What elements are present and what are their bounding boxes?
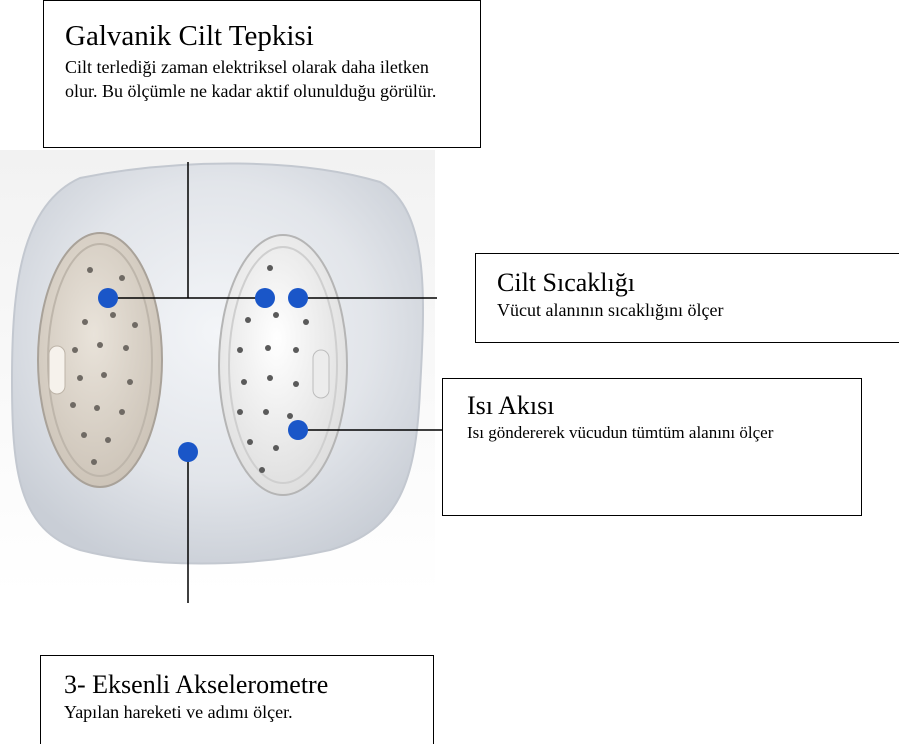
device-illustration <box>0 150 435 595</box>
left-pad-slot <box>49 346 65 394</box>
galvanic-callout-description: Cilt terlediği zaman elektriksel olarak … <box>65 55 465 103</box>
heat-flux-callout: Isı Akısı Isı göndererek vücudun tümtüm … <box>442 378 862 516</box>
armband-sensor-device <box>0 150 435 595</box>
heat-flux-callout-description: Isı göndererek vücudun tümtüm alanını öl… <box>467 421 827 444</box>
accelerometer-callout: 3- Eksenli Akselerometre Yapılan hareket… <box>40 655 434 744</box>
heat-flux-callout-title: Isı Akısı <box>467 391 861 421</box>
galvanic-skin-response-callout: Galvanik Cilt Tepkisi Cilt terlediği zam… <box>43 0 481 148</box>
accelerometer-callout-title: 3- Eksenli Akselerometre <box>64 670 433 700</box>
skin-temperature-callout: Cilt Sıcaklığı Vücut alanının sıcaklığın… <box>475 253 899 343</box>
skin-temperature-callout-title: Cilt Sıcaklığı <box>497 268 899 298</box>
right-pad-slot <box>313 350 329 398</box>
skin-temperature-callout-description: Vücut alanının sıcaklığını ölçer <box>497 298 899 322</box>
galvanic-callout-title: Galvanik Cilt Tepkisi <box>65 19 480 53</box>
accelerometer-callout-description: Yapılan hareketi ve adımı ölçer. <box>64 700 433 724</box>
